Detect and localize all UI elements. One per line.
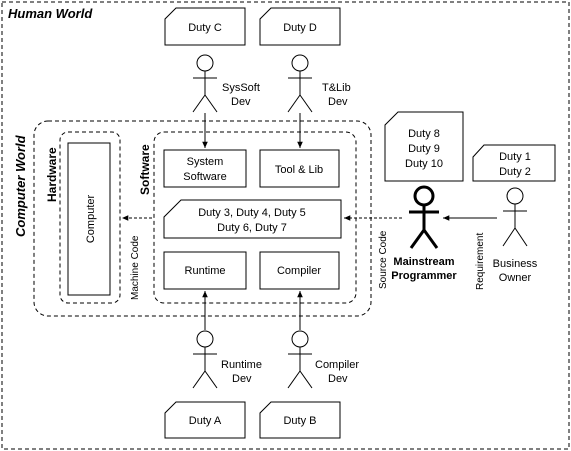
- hardware-frame: [59, 131, 121, 304]
- runtime-dev-line1: Runtime: [221, 359, 262, 371]
- mainstream-line1: Mainstream: [393, 256, 454, 268]
- compiler-box: [259, 251, 340, 290]
- doc-duty-b-label: Duty B: [283, 415, 316, 427]
- business-owner-line2: Owner: [499, 272, 532, 284]
- hardware-label: Hardware: [45, 147, 59, 202]
- compiler-dev-line2: Dev: [328, 373, 348, 385]
- tlib-dev-actor: [287, 54, 313, 113]
- requirement-label: Requirement: [475, 233, 486, 290]
- mainstream-line2: Programmer: [391, 270, 457, 282]
- doc-duty-c-label: Duty C: [188, 22, 222, 34]
- doc-duty-b: [259, 401, 341, 439]
- software-label: Software: [138, 144, 152, 195]
- doc-duty-2: Duty 2: [499, 166, 531, 178]
- doc-duty-c: [164, 7, 246, 46]
- computer-world-label: Computer World: [13, 134, 28, 237]
- doc-duty-1-2: [472, 144, 556, 182]
- compiler-dev-line1: Compiler: [315, 359, 359, 371]
- doc-duty-10: Duty 10: [405, 158, 443, 170]
- compiler-label: Compiler: [277, 265, 321, 277]
- machine-code-label: Machine Code: [130, 235, 141, 300]
- doc-duty-9: Duty 9: [408, 143, 440, 155]
- duties-middle-line1: Duty 3, Duty 4, Duty 5: [198, 207, 306, 219]
- tool-lib-label: Tool & Lib: [275, 164, 323, 176]
- system-software-line2: Software: [183, 171, 226, 183]
- computer-label: Computer: [85, 195, 97, 244]
- computer-box: [67, 142, 111, 296]
- tlib-dev-line2: Dev: [328, 96, 348, 108]
- system-software-line1: System: [187, 156, 224, 168]
- doc-duty-8-10: [384, 111, 464, 182]
- tlib-dev-line1: T&Lib: [322, 82, 351, 94]
- doc-duty-8: Duty 8: [408, 128, 440, 140]
- duties-middle-line2: Duty 6, Duty 7: [217, 222, 287, 234]
- source-code-label: Source Code: [378, 230, 389, 289]
- runtime-dev-actor: [192, 330, 218, 389]
- duties-middle-box: [163, 199, 342, 239]
- business-owner-line1: Business: [493, 258, 538, 270]
- compiler-dev-actor: [287, 330, 313, 389]
- human-world-title: Human World: [8, 6, 93, 21]
- syssoft-dev-line2: Dev: [231, 96, 251, 108]
- system-software-box: [163, 149, 247, 188]
- doc-duty-a: [164, 401, 246, 439]
- runtime-label: Runtime: [185, 265, 226, 277]
- doc-duty-d-label: Duty D: [283, 22, 317, 34]
- runtime-dev-line2: Dev: [232, 373, 252, 385]
- syssoft-dev-actor: [192, 54, 218, 113]
- business-owner-actor: [502, 187, 528, 247]
- tool-lib-box: [259, 149, 340, 188]
- doc-duty-1: Duty 1: [499, 151, 531, 163]
- runtime-box: [163, 251, 247, 290]
- mainstream-programmer-actor: [409, 185, 439, 249]
- syssoft-dev-line1: SysSoft: [222, 82, 260, 94]
- doc-duty-d: [259, 7, 341, 46]
- doc-duty-a-label: Duty A: [189, 415, 222, 427]
